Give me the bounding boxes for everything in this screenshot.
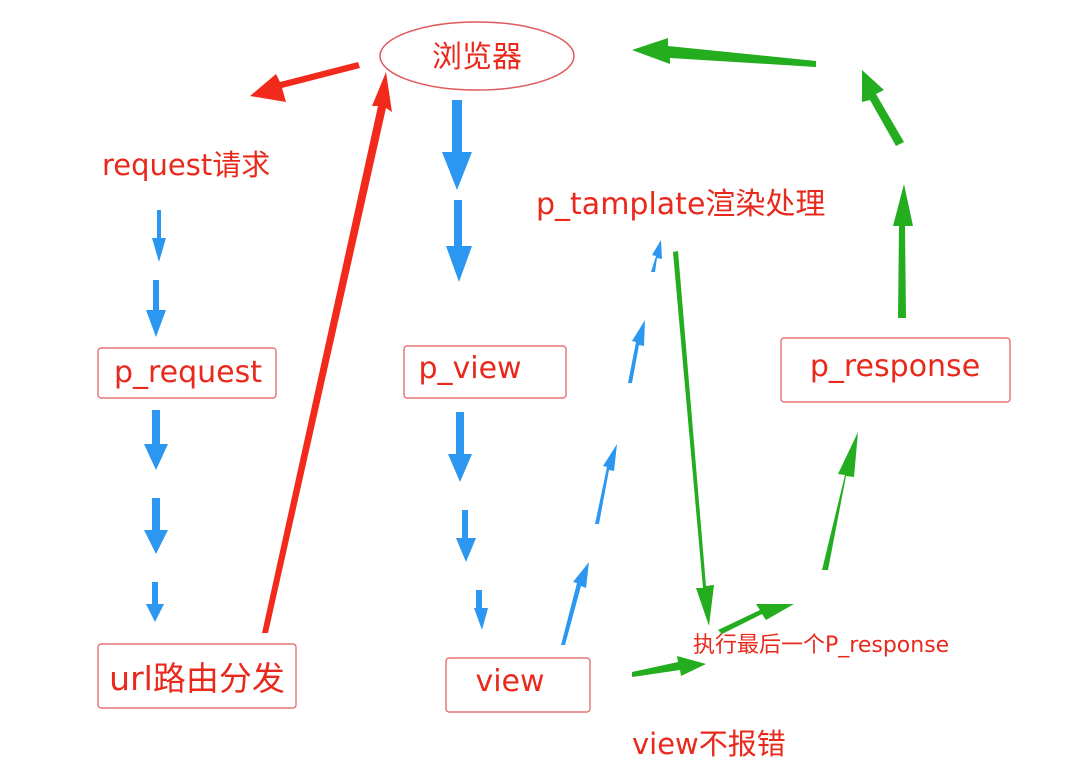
- view-no-error-label: view不报错: [632, 727, 786, 761]
- p-response-label: p_response: [810, 349, 980, 384]
- green-arrow-template-to-last: [673, 251, 714, 626]
- blue-arrow-left-5: [146, 582, 164, 622]
- blue-arrow-left-4: [144, 498, 168, 554]
- green-arrow-right-mid: [893, 184, 913, 318]
- green-arrow-to-p-response: [822, 432, 858, 570]
- blue-arrow-up-4: [651, 240, 662, 272]
- green-arrow-to-browser: [632, 38, 816, 67]
- red-arrow-url-to-browser: [262, 72, 392, 633]
- green-arrow-view-to-last: [632, 656, 706, 677]
- blue-arrow-left-2: [146, 280, 166, 337]
- blue-arrow-left-1: [152, 210, 166, 262]
- url-dispatch-label: url路由分发: [109, 659, 285, 698]
- blue-arrow-left-3: [144, 410, 168, 470]
- red-arrow-browser-to-request: [250, 62, 360, 102]
- url-dispatch-box: [97, 643, 297, 709]
- blue-arrow-mid-1: [442, 100, 472, 190]
- blue-arrow-up-3: [628, 320, 645, 383]
- p-view-box: [403, 345, 567, 399]
- blue-arrow-up-1: [561, 562, 589, 645]
- p-request-box: [97, 347, 277, 399]
- view-box: [445, 657, 591, 713]
- request-label: request请求: [102, 148, 270, 182]
- p-view-label: p_view: [418, 351, 521, 386]
- browser-label: 浏览器: [432, 40, 522, 75]
- last-p-response-label: 执行最后一个P_response: [693, 633, 949, 658]
- blue-arrow-mid-2: [446, 200, 472, 282]
- blue-arrow-mid-5: [474, 590, 488, 630]
- blue-arrow-mid-4: [456, 510, 476, 562]
- blue-arrow-mid-3: [448, 412, 472, 482]
- p-template-label: p_tamplate渲染处理: [536, 187, 825, 222]
- browser-ellipse: [379, 21, 575, 91]
- p-response-box: [780, 337, 1011, 403]
- view-label: view: [475, 664, 544, 699]
- blue-arrow-up-2: [595, 444, 617, 524]
- green-arrow-right-top: [862, 70, 904, 146]
- green-arrow-last-to-right: [718, 604, 794, 634]
- p-request-label: p_request: [114, 355, 262, 390]
